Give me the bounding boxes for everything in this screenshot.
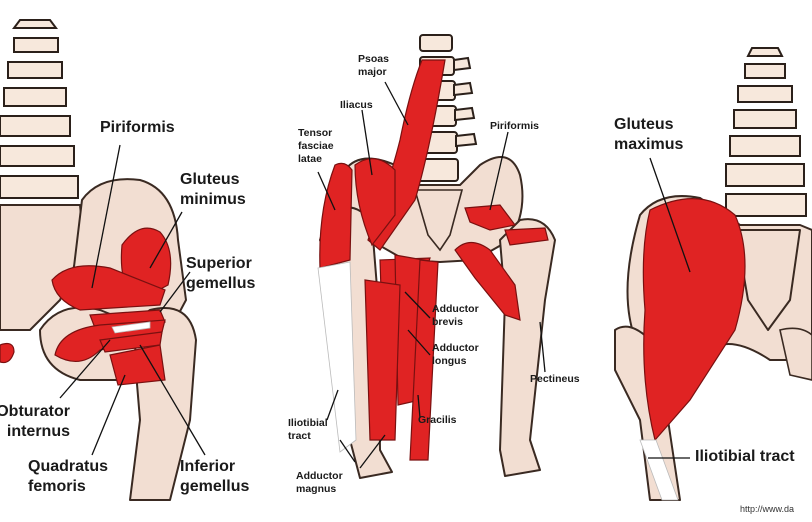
- ischium-right: [780, 328, 812, 380]
- lumbar-spine-left: [0, 20, 78, 198]
- femur-right-middle: [500, 219, 555, 476]
- edge-muscle-left: [0, 344, 14, 363]
- label-gluteus-minimus: Gluteus minimus: [180, 170, 270, 210]
- label-obturator-internus: Obturator internus: [0, 402, 70, 442]
- label-superior-gemellus: Superior gemellus: [186, 254, 276, 294]
- label-iliacus: Iliacus: [340, 99, 373, 112]
- label-piriformis-left: Piriformis: [100, 118, 175, 138]
- label-quadratus-femoris: Quadratus femoris: [28, 457, 128, 497]
- label-iliotibial-tract-middle: Iliotibial tract: [288, 417, 338, 443]
- label-tensor-fasciae-latae: Tensor fasciae latae: [298, 127, 346, 166]
- label-adductor-brevis: Adductor brevis: [432, 303, 492, 329]
- adductor-magnus-muscle: [365, 280, 400, 440]
- label-adductor-longus: Adductor longus: [432, 342, 492, 368]
- label-gluteus-maximus: Gluteus maximus: [614, 115, 704, 155]
- label-adductor-magnus: Adductor magnus: [296, 470, 352, 496]
- tensor-fasciae-latae-muscle: [320, 163, 352, 268]
- label-iliotibial-tract-right: Iliotibial tract: [695, 447, 795, 467]
- label-psoas-major: Psoas major: [358, 53, 408, 79]
- label-gracilis: Gracilis: [418, 414, 457, 427]
- source-url: http://www.da: [740, 504, 794, 514]
- gluteus-maximus-muscle: [643, 199, 745, 440]
- lumbar-spine-right: [726, 48, 806, 216]
- label-inferior-gemellus: Inferior gemellus: [180, 457, 270, 497]
- label-pectineus: Pectineus: [530, 373, 580, 386]
- label-piriformis-middle: Piriformis: [490, 120, 539, 133]
